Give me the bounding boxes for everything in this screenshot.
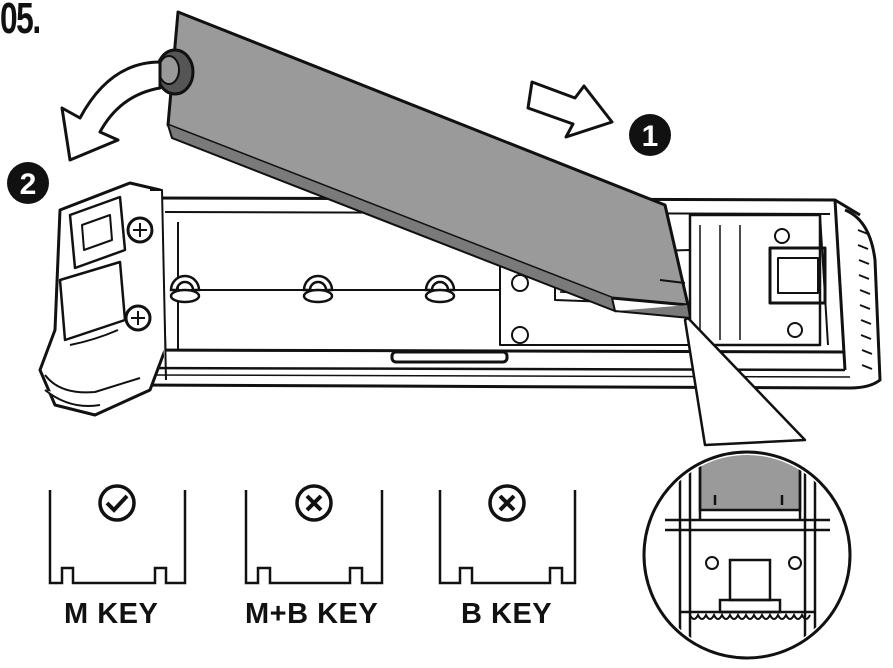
push-arrow-icon — [526, 80, 614, 139]
key-m — [48, 484, 187, 585]
cross-circle-icon — [488, 484, 526, 522]
key-b — [438, 484, 577, 585]
cross-mark — [305, 494, 323, 512]
zoom-callout — [642, 316, 852, 660]
left-end-cap — [38, 181, 167, 417]
callout-1: 1 — [629, 114, 671, 156]
m2-card — [155, 10, 692, 320]
callout-2-number: 2 — [20, 168, 37, 201]
standoff-clip — [302, 274, 334, 304]
key-label-m: M KEY — [64, 598, 159, 630]
callout-2: 2 — [7, 162, 49, 204]
standoff-clip — [424, 274, 456, 304]
key-label-mb: M+B KEY — [245, 598, 379, 630]
check-mark — [105, 494, 129, 513]
standoff-clips — [169, 274, 456, 304]
cross-circle-icon — [295, 484, 333, 522]
check-circle-icon — [98, 484, 136, 522]
standoff-clip — [169, 274, 201, 304]
curved-arrow-icon — [60, 60, 162, 162]
key-label-b: B KEY — [461, 598, 553, 630]
key-mb — [244, 484, 384, 585]
step-number: 05. — [0, 0, 41, 43]
cross-mark — [498, 494, 516, 512]
callout-1-number: 1 — [642, 120, 659, 153]
